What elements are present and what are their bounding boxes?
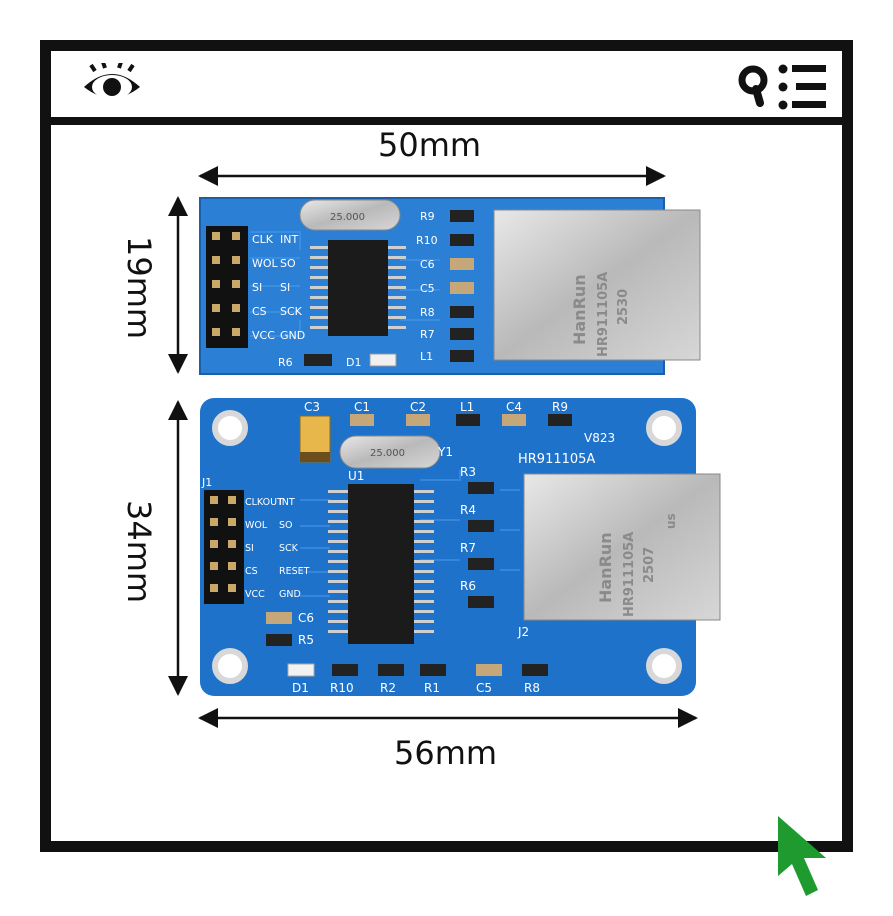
top-label-l1: L1 <box>420 350 433 363</box>
y1-label: Y1 <box>437 445 453 459</box>
top-pin-b3: CS <box>252 305 267 318</box>
pin-left-3: CS <box>245 566 258 577</box>
part-r6: R6 <box>460 579 476 593</box>
top-pin-b4: VCC <box>252 329 275 342</box>
top-jack-model: HR911105A <box>596 272 611 357</box>
width-label-bottom: 56mm <box>394 734 498 772</box>
pin-right-2: SCK <box>279 543 299 554</box>
top-label-c5: C5 <box>420 282 435 295</box>
part-c3: C3 <box>304 400 320 414</box>
part-r3: R3 <box>460 465 476 479</box>
pin-left-4: VCC <box>245 589 265 600</box>
part-r5: R5 <box>298 633 314 647</box>
part-r8: R8 <box>524 681 540 695</box>
top-pin-0: INT <box>280 233 298 246</box>
part-r7: R7 <box>460 541 476 555</box>
pin-right-3: RESET <box>279 566 310 577</box>
part-d1: D1 <box>292 681 309 695</box>
top-jack-code: 2530 <box>616 289 631 325</box>
top-jack-brand: HanRun <box>570 274 589 345</box>
version-label: V823 <box>584 431 615 445</box>
bottom-jack-brand: HanRun <box>596 532 615 603</box>
top-bar <box>51 51 842 125</box>
u1-label: U1 <box>348 469 364 483</box>
bottom-crystal-label: 25.000 <box>370 448 405 459</box>
pin-right-0: INT <box>279 497 295 508</box>
model-label: HR911105A <box>518 452 595 467</box>
pin-left-0: CLKOUT <box>245 497 283 508</box>
part-r10: R10 <box>330 681 354 695</box>
pin-right-1: SO <box>279 520 293 531</box>
part-l1: L1 <box>460 400 474 414</box>
top-pin-b2: SI <box>252 281 262 294</box>
part-r2: R2 <box>380 681 396 695</box>
top-pin-b1: WOL <box>252 257 279 270</box>
menu-icon[interactable] <box>778 63 828 111</box>
search-icon[interactable] <box>738 65 772 107</box>
top-pin-1: SO <box>280 257 296 270</box>
top-board: CLK WOL SI CS VCC INT SO SI SCK GND 25.0… <box>199 197 701 375</box>
top-label-c6: C6 <box>420 258 435 271</box>
part-c5: C5 <box>476 681 492 695</box>
part-c1: C1 <box>354 400 370 414</box>
bottom-jack-model: HR911105A <box>622 532 637 617</box>
j1-label: J1 <box>201 476 212 489</box>
top-pin-5: GND <box>280 329 305 342</box>
top-crystal-label: 25.000 <box>330 212 365 223</box>
top-label-r8: R8 <box>420 306 435 319</box>
top-label-r6: R6 <box>278 356 293 369</box>
top-label-d1: D1 <box>346 356 361 369</box>
part-r1: R1 <box>424 681 440 695</box>
j2-label: J2 <box>517 625 529 639</box>
width-label-top: 50mm <box>378 126 482 164</box>
top-pin-3: SCK <box>280 305 303 318</box>
top-pin-b0: CLK <box>252 233 274 246</box>
pin-left-2: SI <box>245 543 254 554</box>
pin-left-1: WOL <box>245 520 268 531</box>
eye-icon[interactable] <box>81 63 143 105</box>
part-r4: R4 <box>460 503 476 517</box>
pin-right-4: GND <box>279 589 301 600</box>
top-label-r9: R9 <box>420 210 435 223</box>
part-c4: C4 <box>506 400 522 414</box>
height-label-top: 19mm <box>120 236 158 340</box>
bottom-jack-us: us <box>664 513 678 529</box>
top-label-r10: R10 <box>416 234 438 247</box>
top-label-r7: R7 <box>420 328 435 341</box>
part-c6: C6 <box>298 611 314 625</box>
cursor-arrow-icon <box>778 816 826 896</box>
top-pin-2: SI <box>280 281 290 294</box>
bottom-board: J1 CLKOUT WOL SI CS VCC INT SO SCK RESET… <box>200 398 721 696</box>
part-r9: R9 <box>552 400 568 414</box>
height-label-bottom: 34mm <box>120 500 158 604</box>
part-c2: C2 <box>410 400 426 414</box>
bottom-jack-code: 2507 <box>642 547 657 583</box>
